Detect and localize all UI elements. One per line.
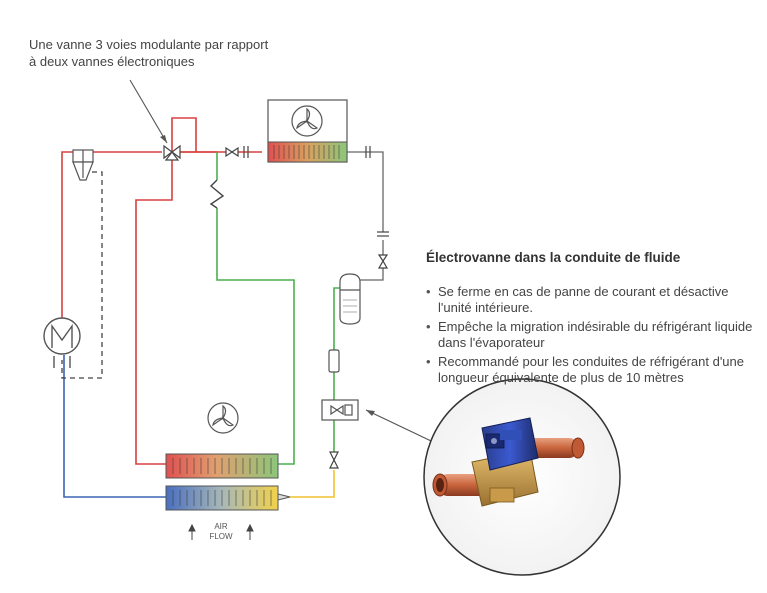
fan-icon [291, 105, 323, 137]
service-valves-icon [225, 146, 249, 158]
suction-line [63, 355, 166, 498]
indoor-fan-icon [207, 402, 239, 434]
info-bullets: Se ferme en cas de panne de courant et d… [426, 284, 762, 386]
gas-to-condenser-lines [347, 151, 384, 281]
evaporator-coil [165, 485, 291, 511]
compressor-icon [43, 317, 81, 368]
oil-separator-icon [72, 149, 94, 181]
condenser-outlet-valves-icon [365, 146, 389, 269]
info-bullet: Recommandé pour les conduites de réfrigé… [426, 354, 762, 386]
airflow-line-1: AIR [214, 522, 228, 531]
solenoid-valve-symbol [321, 399, 359, 421]
three-way-valve-icon [163, 144, 181, 161]
check-valve-icon [209, 179, 225, 209]
subcooled-line [290, 470, 335, 498]
condenser-coil [267, 141, 348, 163]
solenoid-valve-photo [423, 378, 621, 576]
info-bullet: Empêche la migration indésirable du réfr… [426, 319, 762, 351]
expansion-valve-icon [329, 451, 339, 469]
callout-line-2: à deux vannes électroniques [29, 54, 195, 69]
filter-drier-icon [328, 349, 340, 373]
reheat-coil [165, 453, 279, 479]
info-panel: Électrovanne dans la conduite de fluide … [426, 250, 762, 389]
callout-line-1: Une vanne 3 voies modulante par rapport [29, 37, 269, 52]
callout-arrow [129, 79, 168, 144]
condenser-fins [273, 145, 340, 159]
info-bullet: Se ferme en cas de panne de courant et d… [426, 284, 762, 316]
receiver-icon [339, 273, 361, 325]
airflow-arrows [188, 523, 254, 540]
airflow-line-2: FLOW [209, 532, 233, 541]
liquid-lines [216, 152, 347, 465]
condenser-unit [267, 99, 348, 163]
oil-return-dashed-line [61, 171, 103, 379]
info-title: Électrovanne dans la conduite de fluide [426, 250, 681, 265]
airflow-label: AIR FLOW [204, 522, 238, 542]
three-way-valve-callout: Une vanne 3 voies modulante par rapport … [29, 36, 268, 70]
